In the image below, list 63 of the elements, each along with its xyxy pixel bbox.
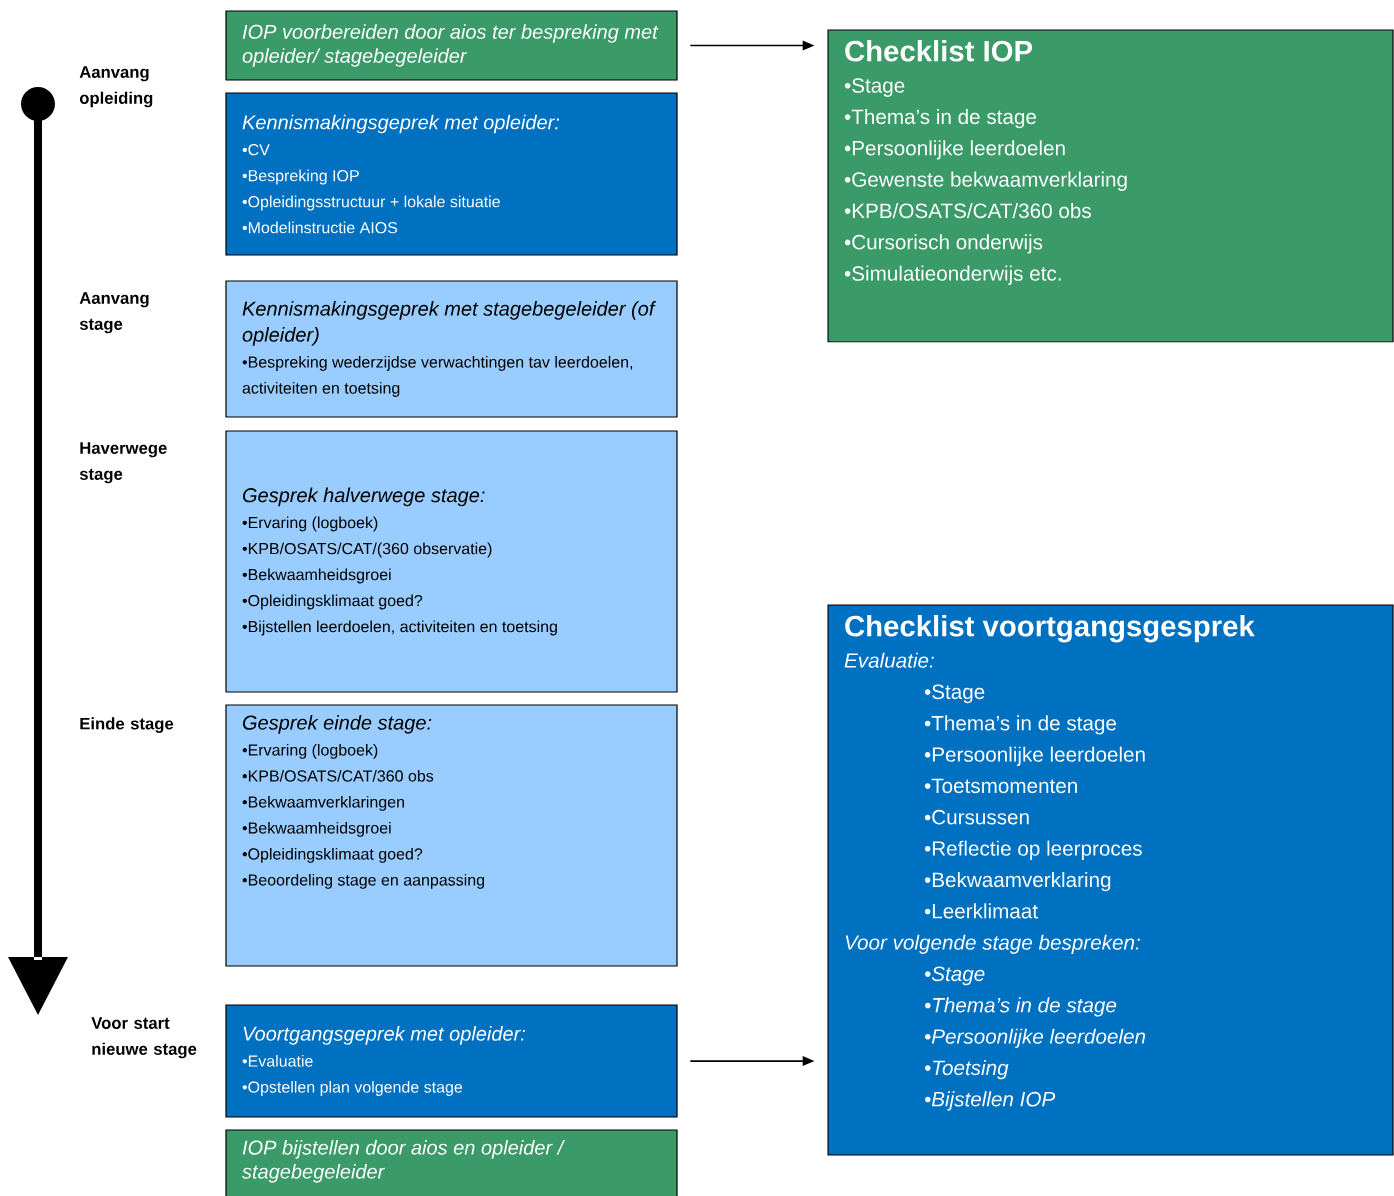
checklist-title: Checklist IOP — [845, 40, 1033, 62]
bullet-item: •Reflectie op leerproces — [924, 840, 1142, 860]
box-heading: Gesprek halverwege stage: — [243, 487, 485, 507]
bullet-item: •Bekwaamheidsgroei — [242, 821, 391, 837]
bullet-item: •Cursorisch onderwijs — [844, 234, 1043, 254]
process-box — [225, 10, 678, 81]
bullet-item: •Cursussen — [924, 809, 1029, 825]
process-box — [225, 430, 678, 693]
bullet-item: •Bijstellen IOP — [925, 1091, 1056, 1111]
box-heading: Kennismakingsgeprek met opleider: — [242, 114, 560, 134]
box-text: IOP bijstellen door aios en opleider / stagebegeleider — [242, 1140, 565, 1183]
bullet-item: •Opleidingsklimaat goed? — [242, 594, 423, 610]
bullet-item: •Bijstellen leerdoelen, activiteiten en toetsing — [242, 620, 557, 636]
bullet-item: •Stage — [924, 684, 985, 704]
process-box — [225, 704, 678, 967]
timeline-label: Voor start nieuwe stage — [91, 1017, 197, 1059]
bullet-item: •Persoonlijke leerdoelen — [844, 140, 1065, 160]
bullet-item: •KPB/OSATS/CAT/360 obs — [242, 769, 434, 782]
bullet-item: •Bespreking wederzijdse verwachtingen tav leerdoelen, activiteiten en toetsing — [242, 356, 633, 397]
box-text: IOP voorbereiden door aios ter bespreking met opleider/ stagebegeleider — [242, 24, 659, 67]
box-heading: Gesprek einde stage: — [243, 715, 432, 734]
checklist-box — [827, 604, 1394, 1156]
bullet-item: •Persoonlijke leerdoelen — [925, 1028, 1146, 1048]
process-box — [225, 1004, 678, 1118]
box-heading: Voortgangsgeprek met opleider: — [243, 1026, 525, 1045]
checklist-title: Checklist voortgangsgesprek — [845, 615, 1255, 643]
bullet-item: •CV — [242, 144, 270, 156]
bullet-item: •Ervaring (logboek) — [242, 743, 378, 759]
bullet-item: •Ervaring (logboek) — [242, 516, 378, 532]
bullet-item: •Evaluatie — [242, 1055, 313, 1067]
bullet-item: •Modelinstructie AIOS — [242, 221, 398, 234]
bullet-item: •KPB/OSATS/CAT/(360 observatie) — [242, 542, 492, 558]
bullet-item: •Bekwaamheidsgroei — [242, 568, 391, 584]
process-box — [225, 280, 678, 418]
bullet-item: •Simulatieonderwijs etc. — [844, 265, 1061, 285]
bullet-item: •KPB/OSATS/CAT/360 obs — [844, 202, 1091, 219]
checklist-box — [827, 29, 1394, 343]
process-box — [225, 1129, 678, 1196]
bullet-item: •Thema’s in de stage — [924, 715, 1117, 735]
bullet-item: •Persoonlijke leerdoelen — [924, 746, 1145, 766]
bullet-item: •Leerklimaat — [924, 903, 1038, 919]
timeline-label: Haverwege stage — [79, 442, 167, 484]
subheading: Evaluatie: — [844, 652, 934, 668]
bullet-item: •Opstellen plan volgende stage — [242, 1081, 463, 1096]
bullet-item: •Stage — [925, 966, 985, 986]
bullet-item: •Thema’s in de stage — [925, 997, 1117, 1017]
bullet-item: •Toetsmomenten — [924, 778, 1077, 794]
subheading: Voor volgende stage bespreken: — [845, 934, 1140, 954]
timeline-label: Aanvang opleiding — [79, 66, 153, 108]
bullet-item: •Gewenste bekwaamverklaring — [844, 171, 1127, 191]
bullet-item: •Bekwaamverklaringen — [242, 795, 404, 811]
bullet-item: •Opleidingsklimaat goed? — [242, 847, 423, 863]
timeline-label: Einde stage — [80, 717, 174, 733]
box-heading: Kennismakingsgeprek met stagebegeleider (of opleider) — [242, 301, 657, 346]
bullet-item: •Bekwaamverklaring — [924, 871, 1111, 892]
bullet-item: •Toetsing — [925, 1059, 1009, 1080]
bullet-item: •Stage — [844, 78, 905, 97]
timeline-label: Aanvang stage — [79, 292, 149, 334]
bullet-item: •Opleidingsstructuur + lokale situatie — [242, 195, 500, 211]
bullet-item: •Bespreking IOP — [242, 169, 359, 185]
process-box — [225, 92, 678, 256]
bullet-item: •Thema’s in de stage — [844, 108, 1037, 129]
bullet-item: •Beoordeling stage en aanpassing — [242, 873, 485, 889]
